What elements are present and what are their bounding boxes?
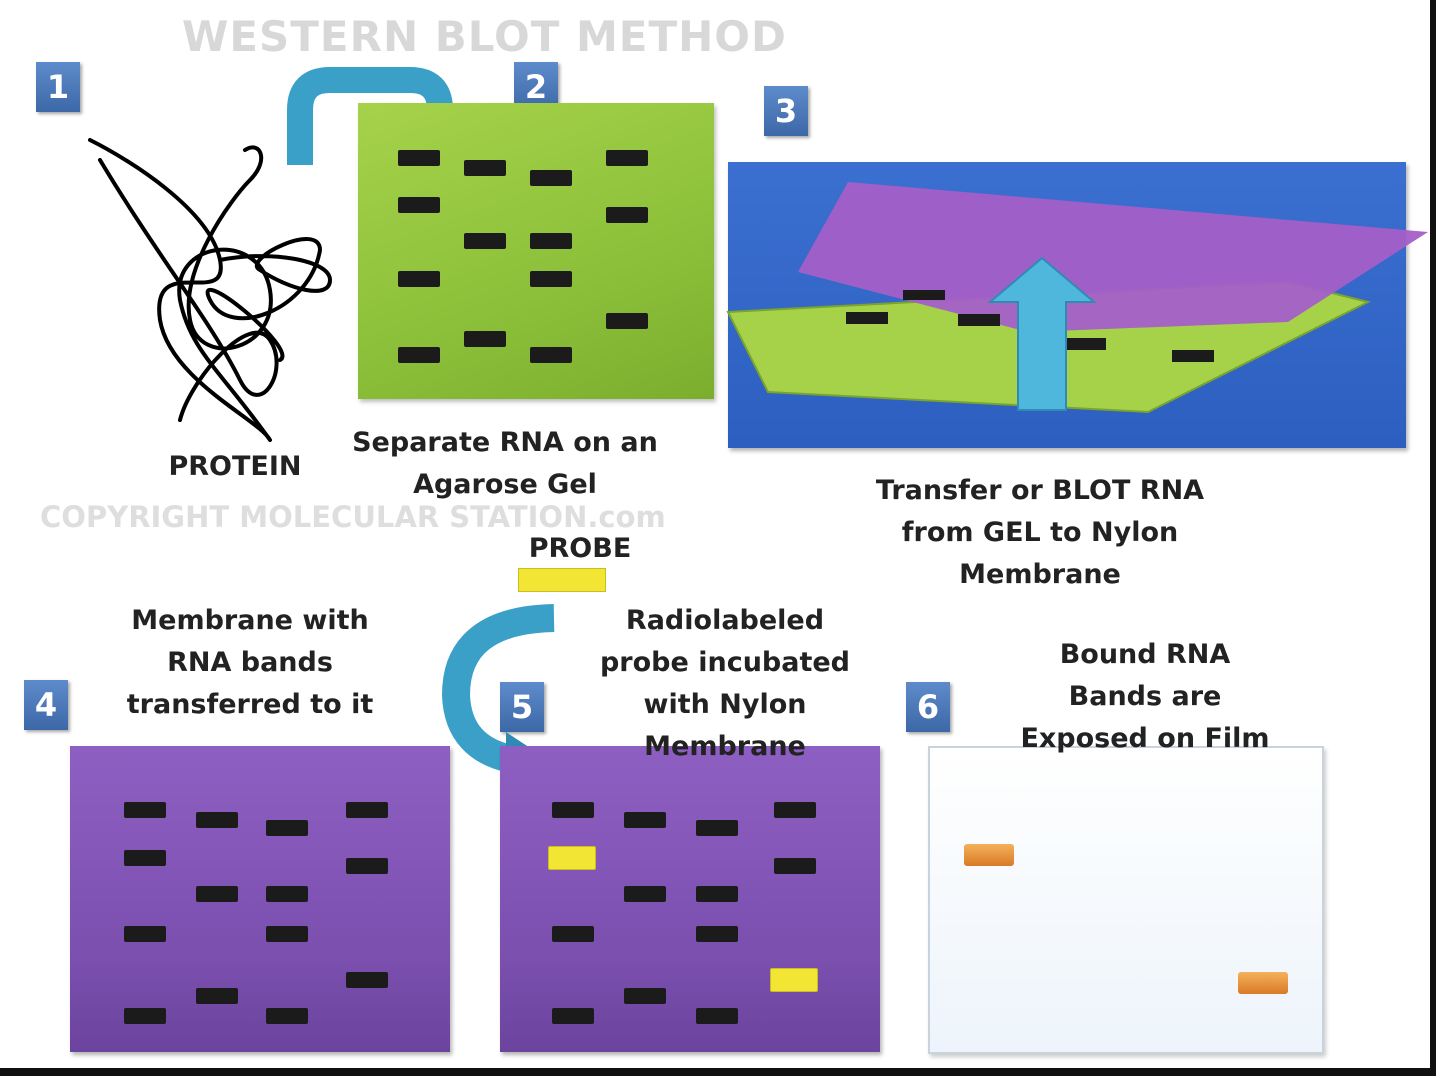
copyright-watermark: COPYRIGHT MOLECULAR STATION.com (40, 500, 666, 534)
step-badge-1: 1 (36, 62, 80, 112)
gel-band (398, 197, 440, 213)
gel-band (606, 150, 648, 166)
label-step-4-line-2: RNA bands (167, 647, 333, 678)
label-step-5-line-1: Radiolabeled (625, 605, 825, 636)
membrane-band (266, 1008, 308, 1024)
probe-bound-band (770, 968, 818, 992)
label-step-3-line-2: from GEL to Nylon (901, 517, 1179, 548)
label-step-5-line-4: Membrane (644, 731, 806, 762)
label-step-1-line-1: PROTEIN (168, 451, 302, 482)
membrane-band (124, 802, 166, 818)
label-step-5-line-3: with Nylon (643, 689, 807, 720)
gel-band (530, 271, 572, 287)
membrane-band (774, 802, 816, 818)
membrane-band (696, 886, 738, 902)
gel-band (530, 347, 572, 363)
membrane-band (624, 988, 666, 1004)
step-badge-5: 5 (500, 682, 544, 732)
gel-band (606, 207, 648, 223)
gel-band (398, 271, 440, 287)
label-step-4-line-3: transferred to it (126, 689, 374, 720)
membrane-band (346, 858, 388, 874)
gel-band (464, 160, 506, 176)
membrane-band (696, 820, 738, 836)
membrane-band (196, 988, 238, 1004)
gel-band (398, 347, 440, 363)
membrane-band (346, 802, 388, 818)
step-badge-6: 6 (906, 682, 950, 732)
gel-band (464, 233, 506, 249)
gel-band (530, 233, 572, 249)
film-band (964, 844, 1014, 866)
membrane-band (624, 812, 666, 828)
gel-band (464, 331, 506, 347)
step-badge-4: 4 (24, 680, 68, 730)
membrane-with-probe (500, 746, 880, 1052)
label-step-6-line-1: Bound RNA (1059, 639, 1231, 670)
gel-band (606, 313, 648, 329)
membrane-band (266, 886, 308, 902)
probe-bound-band (548, 846, 596, 870)
probe-strip (518, 568, 606, 592)
gel-band (530, 170, 572, 186)
membrane-band (266, 926, 308, 942)
membrane-band (124, 1008, 166, 1024)
label-step-4-line-1: Membrane with (131, 605, 369, 636)
film-band (1238, 972, 1288, 994)
membrane-band (774, 858, 816, 874)
label-step-6-line-2: Bands are (1068, 681, 1222, 712)
membrane-band (696, 926, 738, 942)
membrane-band (552, 926, 594, 942)
membrane-band (196, 812, 238, 828)
label-step-2-line-1: Separate RNA on an (352, 427, 658, 458)
label-step-3-line-1: Transfer or BLOT RNA (875, 475, 1205, 506)
agarose-gel (358, 103, 714, 399)
probe-label: PROBE (528, 533, 632, 564)
label-step-5-line-2: probe incubated (599, 647, 851, 678)
membrane-band (266, 820, 308, 836)
label-step-3-line-3: Membrane (959, 559, 1121, 590)
membrane-band (552, 802, 594, 818)
membrane-with-bands (70, 746, 450, 1052)
membrane-band (196, 886, 238, 902)
membrane-band (624, 886, 666, 902)
membrane-band (124, 850, 166, 866)
membrane-band (696, 1008, 738, 1024)
exposure-film (928, 746, 1324, 1054)
protein-strand-icon (88, 138, 332, 442)
label-step-2-line-2: Agarose Gel (413, 469, 597, 500)
transfer-illustration (726, 182, 1428, 414)
membrane-band (346, 972, 388, 988)
label-step-6-line-3: Exposed on Film (1020, 723, 1270, 754)
diagram-title: WESTERN BLOT METHOD (182, 12, 787, 61)
membrane-band (124, 926, 166, 942)
gel-band (398, 150, 440, 166)
step-badge-3: 3 (764, 86, 808, 136)
membrane-band (552, 1008, 594, 1024)
